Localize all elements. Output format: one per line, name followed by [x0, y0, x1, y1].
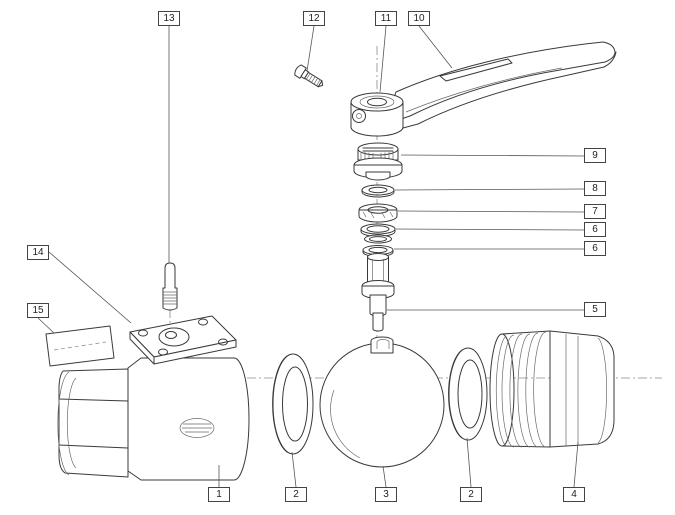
washer-drawing	[361, 184, 395, 198]
callout-1: 1	[208, 487, 230, 502]
callout-12: 12	[303, 11, 325, 26]
callout-7: 7	[584, 204, 606, 219]
handle-lever-drawing	[392, 41, 617, 129]
seat-ring-right-drawing	[448, 347, 488, 441]
callout-4: 4	[563, 487, 585, 502]
callout-6b: 6	[584, 241, 606, 256]
ball-drawing	[319, 336, 445, 468]
mounting-flange-drawing	[129, 315, 237, 365]
callout-6a: 6	[584, 222, 606, 237]
stem-bolt-drawing	[162, 262, 178, 311]
leader-lines	[37, 25, 585, 488]
callout-15: 15	[27, 303, 49, 318]
callout-5: 5	[584, 302, 606, 317]
gland-nut-drawing	[353, 142, 403, 181]
callout-14: 14	[27, 245, 49, 260]
callout-9: 9	[584, 148, 606, 163]
callout-2b: 2	[460, 487, 482, 502]
callout-8: 8	[584, 181, 606, 196]
name-plate-drawing	[45, 325, 115, 367]
gland-packing-drawing	[358, 203, 398, 223]
stem-drawing	[361, 253, 395, 332]
callout-13: 13	[158, 11, 180, 26]
handle-hub-drawing	[350, 92, 404, 137]
union-end-drawing	[489, 330, 615, 448]
set-screw-drawing	[294, 64, 324, 88]
callout-10: 10	[408, 11, 430, 26]
callout-2a: 2	[285, 487, 307, 502]
callout-3: 3	[375, 487, 397, 502]
valve-body-drawing	[57, 350, 250, 481]
seat-ring-left-drawing	[272, 353, 314, 455]
callout-11: 11	[375, 11, 397, 26]
o-ring-stack-drawing	[360, 223, 396, 257]
